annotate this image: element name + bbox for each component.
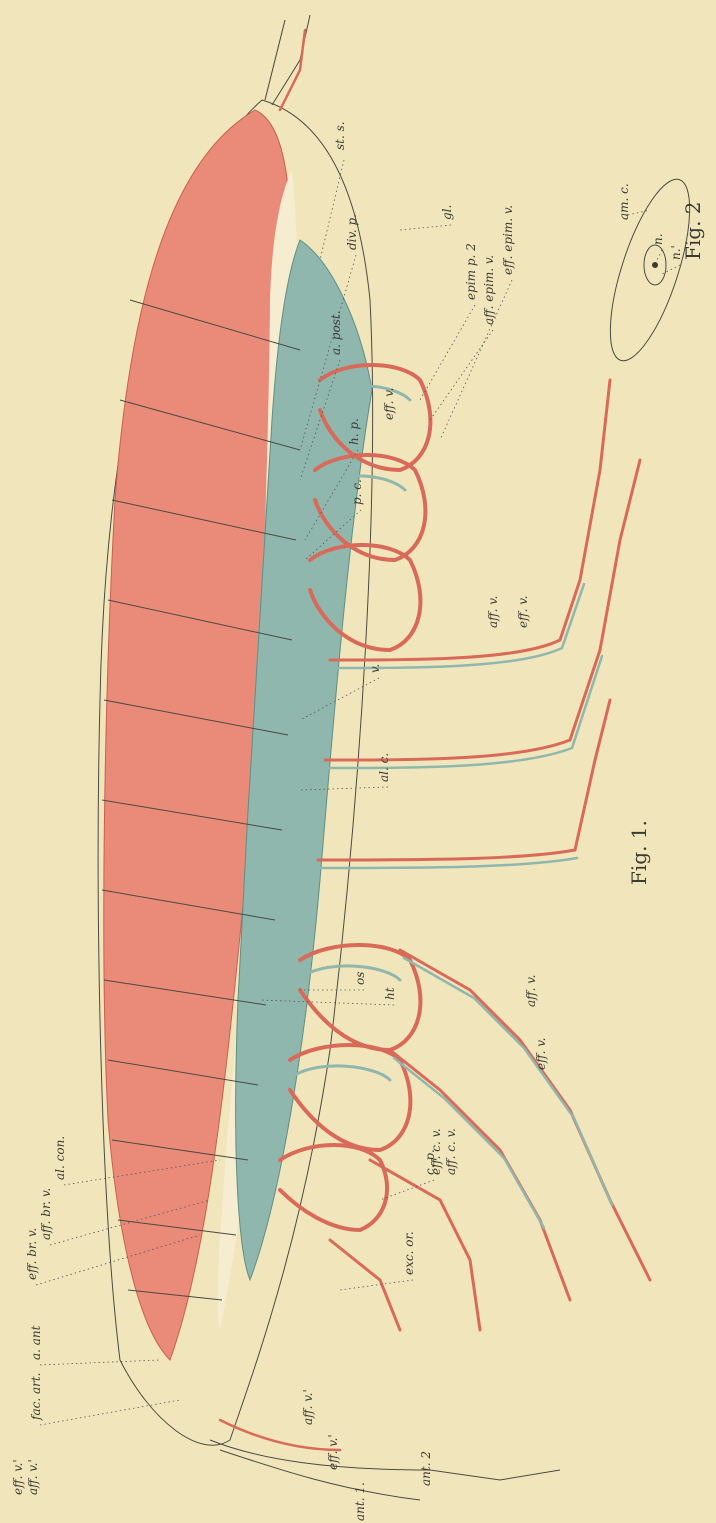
label-h-p: h. p. — [347, 418, 361, 445]
fig2-cell — [594, 171, 706, 369]
label-eff-v-mid: eff. v. — [516, 596, 530, 628]
label-aff-v-mid: aff. v. — [486, 596, 500, 628]
label-aff-v-prime-b: aff. v.' — [301, 1389, 315, 1425]
label-v: v. — [368, 664, 382, 673]
label-exc-or: exc. or. — [402, 1231, 416, 1275]
label-aff-v-low: aff. v. — [524, 975, 538, 1007]
label-aff-epim-v: aff. epim. v. — [482, 255, 496, 325]
label-al-con: al. con. — [53, 1136, 67, 1180]
label-gl: gl. — [440, 205, 454, 220]
label-al-c: al. c. — [377, 753, 391, 782]
label-epim-p2: epim p. 2 — [464, 243, 478, 300]
label-aff-br-v: aff. br. v. — [39, 1188, 53, 1240]
label-eff-v-prime-b: eff. v.' — [326, 1434, 340, 1470]
label-eff-v-upper: eff. v. — [382, 388, 396, 420]
label-p-c: p. c. — [350, 479, 364, 505]
label-c-p: c. p. — [423, 1149, 437, 1175]
label-a-post: a. post. — [329, 311, 343, 355]
label-n: n. — [651, 233, 665, 245]
amphipod-body — [98, 100, 372, 1445]
label-aff-v-prime-a: aff. v.' — [26, 1459, 40, 1495]
label-eff-v-low: eff. v. — [534, 1038, 548, 1070]
label-eff-epim-v: eff. epim. v. — [501, 205, 515, 275]
label-aff-c-v: aff. c. v. — [444, 1128, 458, 1175]
figure-1-title: Fig. 1. — [627, 820, 651, 885]
figure-2-title: Fig. 2 — [681, 201, 705, 260]
label-os: os — [353, 972, 367, 985]
label-a-ant: a. ant — [29, 1325, 43, 1360]
label-ht: ht — [383, 987, 397, 1000]
label-div-p: div. p. — [345, 214, 359, 250]
label-eff-v-prime-a: eff. v.' — [11, 1459, 25, 1495]
label-ant-2: ant. 2 — [419, 1451, 433, 1486]
label-ant-1: ant. 1. — [353, 1482, 367, 1521]
label-fac-art: fac. art. — [29, 1373, 43, 1421]
label-st-s: st. s. — [333, 121, 347, 150]
label-eff-br-v: eff. br. v. — [25, 1228, 39, 1280]
